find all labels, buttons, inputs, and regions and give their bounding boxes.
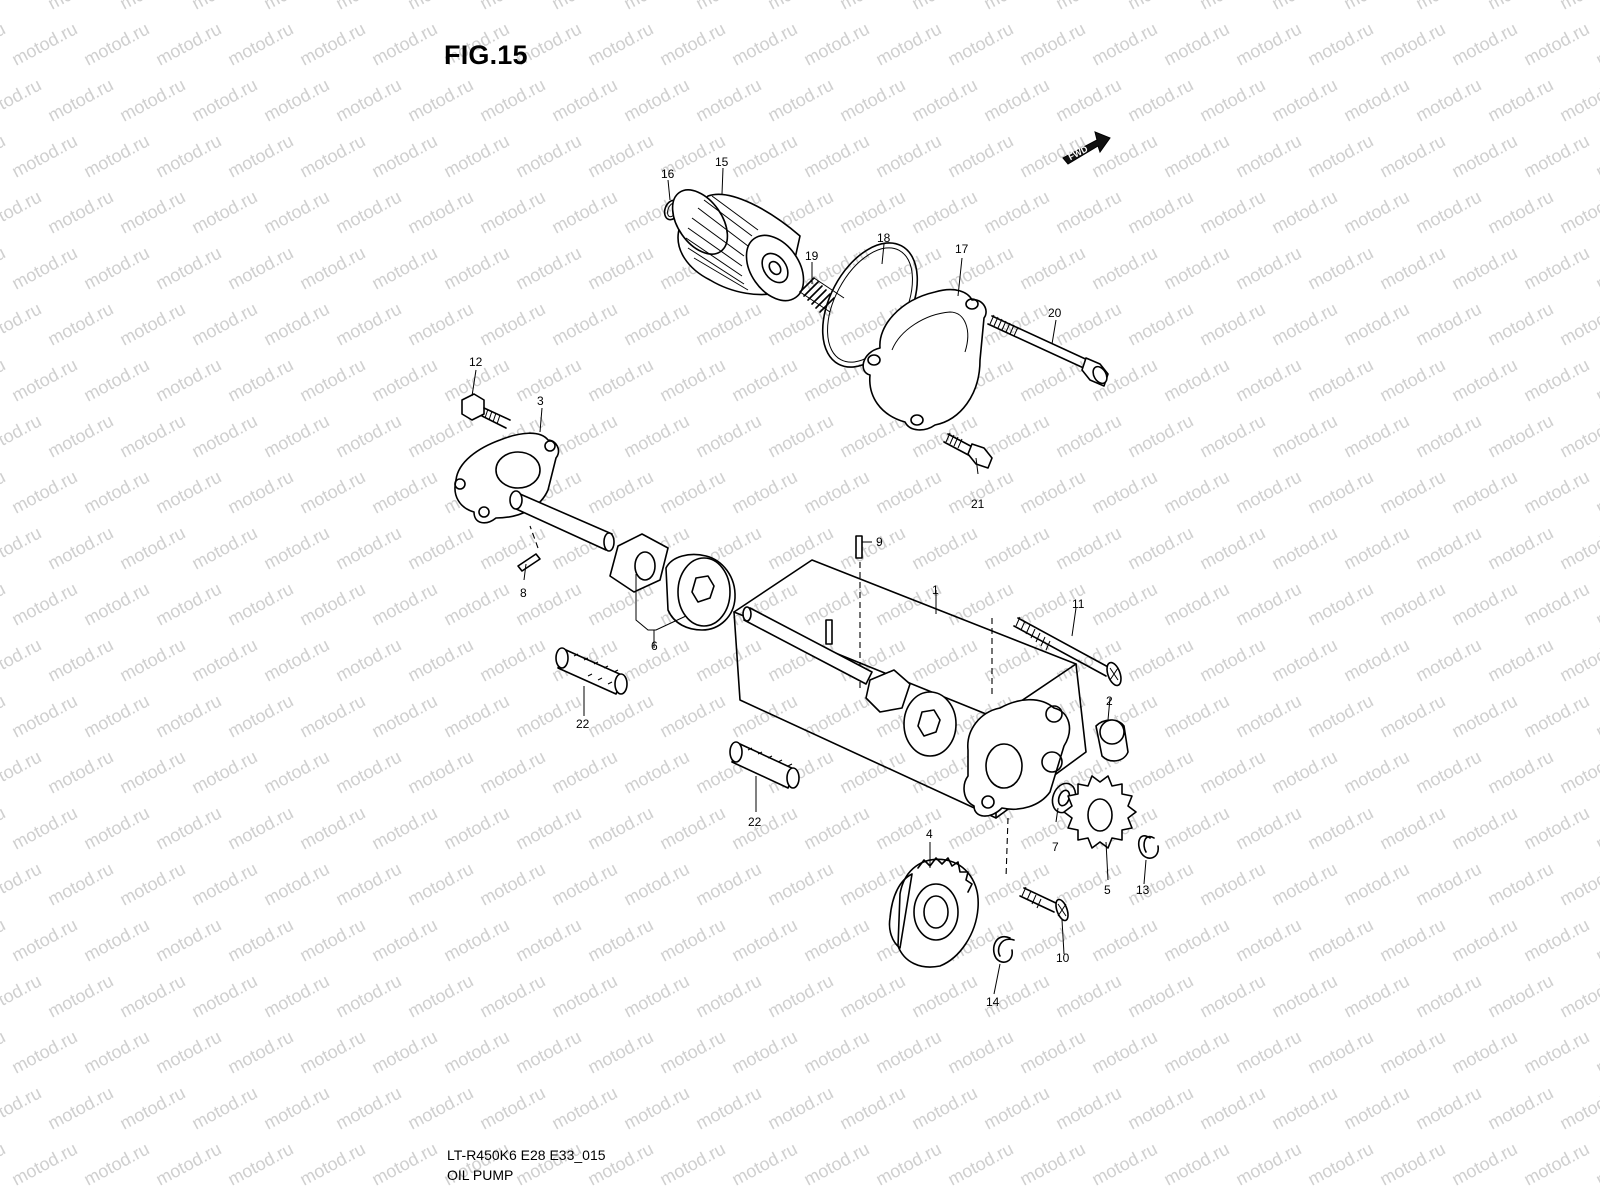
callout-13: 13 [1136,883,1150,897]
callout-18: 18 [877,231,891,245]
callout-labels: 16 15 19 18 17 20 21 12 3 8 9 1 6 11 2 7… [469,155,1150,1009]
part-21-bolt [943,432,993,469]
callout-15: 15 [715,155,729,169]
footer-model-code: LT-R450K6 E28 E33_015 [447,1147,606,1163]
callout-21: 21 [971,497,985,511]
part-10-screw [1019,886,1069,922]
part-14-circlip [992,935,1015,963]
part-22-dowel-upper [555,647,628,695]
part-3-pump-cover-shaft [454,432,615,552]
part-5-driven-gear [1063,775,1137,849]
callout-5: 5 [1104,883,1111,897]
callout-8: 8 [520,586,527,600]
callout-14: 14 [986,995,1000,1009]
callout-12: 12 [469,355,483,369]
part-8-pin [517,525,541,572]
callout-4: 4 [926,827,933,841]
part-19-spring [799,277,845,313]
callout-9: 9 [876,535,883,549]
callout-2: 2 [1106,694,1113,708]
part-12-screw [461,393,511,429]
leader-lines [471,167,1147,995]
callout-3: 3 [537,394,544,408]
callout-6: 6 [651,639,658,653]
part-4-drive-gear [888,857,979,968]
figure-title: FIG.15 [444,40,528,70]
callout-16: 16 [661,167,675,181]
part-6-rotor-set [609,533,736,631]
part-11-screw [1013,616,1122,687]
callout-17: 17 [955,242,969,256]
callout-10: 10 [1056,951,1070,965]
callout-22-upper: 22 [576,717,590,731]
part-13-circlip [1137,835,1159,859]
part-15-oil-filter [671,189,805,302]
forward-direction-arrow: FWD [1062,131,1111,165]
part-22-dowel-lower [729,741,800,789]
callout-20: 20 [1048,306,1062,320]
part-1-oil-pump-assembly [733,542,1087,879]
part-2-collar [1095,719,1129,762]
part-20-bolt [987,314,1109,387]
callout-11: 11 [1072,597,1085,611]
callout-7: 7 [1052,840,1059,854]
callout-19: 19 [805,249,819,263]
part-9-pin [855,535,863,559]
callout-1: 1 [932,583,939,597]
footer-section-name: OIL PUMP [447,1167,514,1183]
callout-22-lower: 22 [748,815,762,829]
part-17-filter-cap [862,288,987,431]
